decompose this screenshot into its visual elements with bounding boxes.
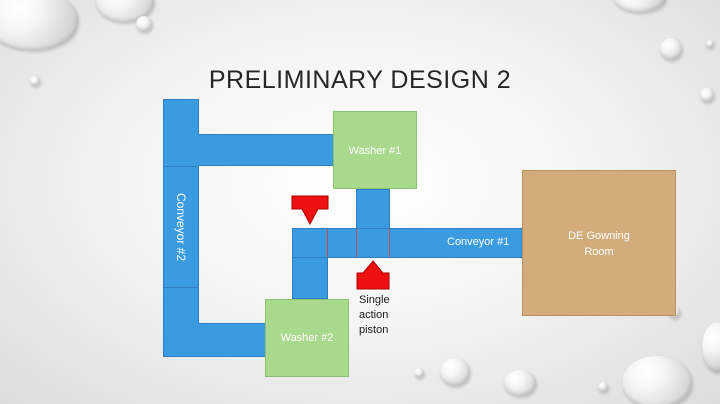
water-drop [414, 368, 424, 378]
water-drop [136, 16, 152, 32]
conveyor-1-label: Conveyor #1 [447, 236, 510, 248]
water-drop [700, 88, 714, 102]
conveyor-2-bottom-arm [198, 323, 266, 357]
section-divider [389, 229, 390, 257]
conveyor-1-main [389, 228, 524, 258]
gowning-room [522, 170, 676, 316]
water-drop [702, 322, 720, 372]
water-drop [504, 370, 536, 396]
water-drop [440, 358, 470, 386]
down-arrow-icon [291, 195, 329, 225]
washer-2-label: Washer #2 [280, 332, 334, 344]
piston-label-line3: piston [359, 324, 389, 336]
up-arrow-icon [356, 260, 390, 290]
piston-label-line2: action [359, 309, 389, 321]
conveyor-1-segment-b [327, 228, 357, 258]
water-drop [30, 76, 40, 86]
conveyor-1-segment-c [356, 228, 390, 258]
conveyor-2-vertical [163, 166, 199, 288]
conveyor-2-top-segment [163, 99, 199, 167]
conveyor-2-bottom-segment [163, 287, 199, 357]
water-drop [614, 0, 666, 12]
gowning-room-label-line1: DE Gowning [568, 230, 630, 242]
section-divider [327, 229, 328, 257]
piston-label-line1: Single [359, 294, 390, 306]
washer-1-connector [356, 189, 390, 229]
washer-1-label: Washer #1 [348, 145, 402, 157]
water-drop [660, 38, 682, 60]
water-drop [622, 356, 692, 404]
washer-2-connector [292, 257, 328, 299]
page-title: PRELIMINARY DESIGN 2 [208, 66, 512, 94]
conveyor-2-top-arm [198, 134, 333, 166]
water-drop [706, 40, 714, 48]
gowning-room-label-line2: Room [584, 246, 614, 258]
conveyor-1-segment-a [292, 228, 328, 258]
conveyor-2-label: Conveyor #2 [174, 192, 188, 262]
washer-1 [333, 111, 417, 189]
water-drop [0, 0, 78, 50]
washer-2 [265, 299, 349, 377]
section-divider [356, 229, 357, 257]
water-drop [598, 382, 608, 392]
